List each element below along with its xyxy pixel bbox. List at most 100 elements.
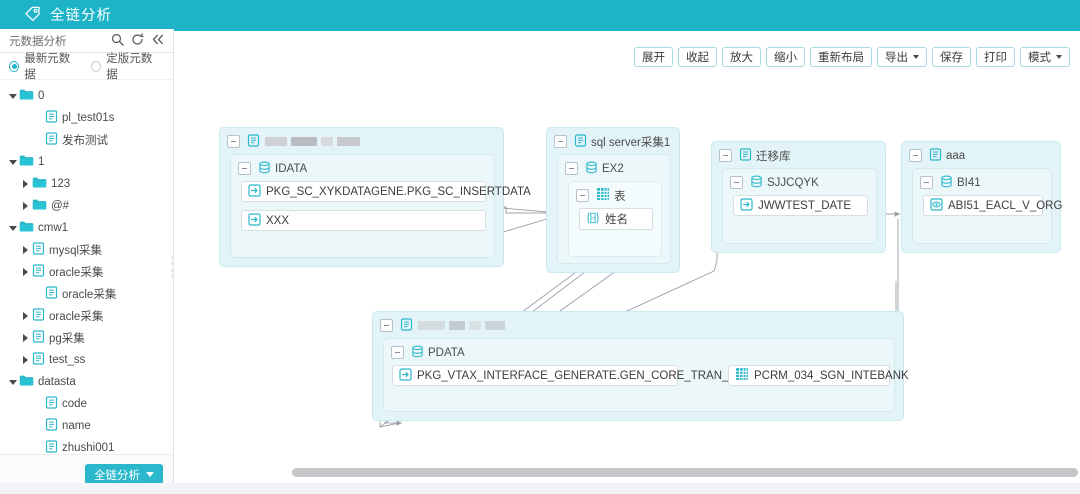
group-sqlserver[interactable]: sql server采集1 EX2 — [546, 127, 680, 273]
database-subgroup-bi41[interactable]: BI41 ABI51_EACL_V_ORG — [912, 168, 1062, 244]
tree-item[interactable]: 123 — [0, 173, 173, 195]
tree-item-label: cmw1 — [38, 222, 69, 234]
database-subgroup-ex2[interactable]: EX2 表 — [557, 154, 671, 264]
collapse-toggle-icon[interactable] — [730, 176, 743, 189]
collapse-toggle-icon[interactable] — [920, 176, 933, 189]
group-migration[interactable]: 迁移库 SJJCQYK — [711, 141, 886, 253]
tree-item[interactable]: pg采集 — [0, 327, 173, 349]
toolbar-button-4[interactable]: 缩小 — [766, 47, 805, 67]
scrollbar-thumb[interactable] — [292, 468, 1078, 477]
tree-item[interactable]: @# — [0, 195, 173, 217]
toolbar-button-7[interactable]: 保存 — [932, 47, 971, 67]
toolbar-button-6[interactable]: 导出 — [877, 47, 927, 67]
group-header[interactable] — [220, 128, 503, 150]
database-subgroup-pdata[interactable]: PDATA PKG_VTAX_INTERFACE_GENERATE.GEN_CO… — [383, 338, 909, 412]
node-procedure[interactable]: JWWTEST_DATE — [733, 195, 868, 216]
subgroup-header[interactable]: PDATA — [384, 339, 894, 361]
database-subgroup-sjjcqyk[interactable]: SJJCQYK JWWTEST_DATE — [722, 168, 877, 244]
caret-down-icon[interactable] — [6, 159, 19, 165]
tree-item[interactable]: code — [0, 393, 173, 415]
caret-right-icon[interactable] — [19, 356, 32, 364]
subgroup-header[interactable]: BI41 — [913, 169, 1051, 191]
radio-dot — [9, 60, 20, 72]
node-procedure[interactable]: PKG_VTAX_INTERFACE_GENERATE.GEN_CORE_TRA… — [392, 365, 758, 386]
tree-item[interactable]: 1 — [0, 151, 173, 173]
subgroup-header[interactable]: EX2 — [558, 155, 670, 177]
collapse-toggle-icon[interactable] — [719, 149, 732, 162]
node-procedure[interactable]: XXX — [241, 210, 486, 231]
node-procedure[interactable]: PKG_SC_XYKDATAGENE.PKG_SC_INSERTDATA — [241, 181, 531, 202]
toolbar-button-1[interactable]: 展开 — [634, 47, 673, 67]
tree-item[interactable]: test_ss — [0, 349, 173, 371]
group-header[interactable]: sql server采集1 — [547, 128, 679, 150]
radio-dot — [91, 60, 102, 72]
collapse-toggle-icon[interactable] — [554, 135, 567, 148]
group-aaa[interactable]: aaa BI41 — [901, 141, 1062, 253]
node-table[interactable]: PCRM_034_SGN_INTEBANK — [728, 365, 909, 386]
redacted-title — [265, 137, 360, 146]
caret-right-icon[interactable] — [19, 268, 32, 276]
caret-glyph — [23, 334, 28, 342]
node-view[interactable]: ABI51_EACL_V_ORG — [923, 195, 1062, 216]
table-subgroup[interactable]: 表 姓名 — [568, 181, 662, 257]
caret-down-icon[interactable] — [6, 93, 19, 99]
collapse-toggle-icon[interactable] — [565, 162, 578, 175]
caret-right-icon[interactable] — [19, 180, 32, 188]
caret-down-icon[interactable] — [6, 379, 19, 385]
caret-down-icon[interactable] — [6, 225, 19, 231]
group-system-2[interactable]: PDATA PKG_VTAX_INTERFACE_GENERATE.GEN_CO… — [372, 311, 909, 421]
tree-item[interactable]: name — [0, 415, 173, 437]
tree-item[interactable]: pl_test01s — [0, 107, 173, 129]
collapse-toggle-icon[interactable] — [380, 319, 393, 332]
lineage-canvas[interactable]: 展开收起放大缩小重新布局导出保存打印模式 — [174, 29, 1080, 494]
collapse-left-icon[interactable] — [151, 33, 165, 49]
toolbar-button-2[interactable]: 收起 — [678, 47, 717, 67]
group-system-1[interactable]: IDATA PKG_SC_XYKDATAGENE.PKG_SC_INSERTDA… — [219, 127, 531, 267]
group-header[interactable]: aaa — [902, 142, 1060, 164]
node-column[interactable]: 姓名 — [579, 208, 653, 230]
toolbar-button-9[interactable]: 模式 — [1020, 47, 1070, 67]
caret-right-icon[interactable] — [19, 312, 32, 320]
toolbar-button-8[interactable]: 打印 — [976, 47, 1015, 67]
caret-glyph — [8, 225, 17, 231]
toolbar-button-5[interactable]: 重新布局 — [810, 47, 872, 67]
tree-item[interactable]: cmw1 — [0, 217, 173, 239]
table-header[interactable]: 表 — [569, 182, 661, 204]
radio-versioned-metadata[interactable]: 定版元数据 — [91, 50, 159, 82]
full-chain-analysis-button[interactable]: 全链分析 — [85, 464, 163, 485]
group-header[interactable] — [373, 312, 903, 334]
caret-right-icon[interactable] — [19, 334, 32, 342]
radio-label: 定版元数据 — [106, 53, 153, 81]
tree-item[interactable]: datasta — [0, 371, 173, 393]
collapse-toggle-icon[interactable] — [909, 149, 922, 162]
tree-item[interactable]: 发布测试 — [0, 129, 173, 151]
tree-item[interactable]: oracle采集 — [0, 305, 173, 327]
subgroup-header[interactable]: IDATA — [231, 155, 494, 177]
tag-icon — [24, 5, 41, 25]
sidebar-splitter-handle[interactable] — [169, 254, 178, 280]
collapse-toggle-icon[interactable] — [238, 162, 251, 175]
search-icon[interactable] — [111, 33, 124, 49]
radio-latest-metadata[interactable]: 最新元数据 — [9, 50, 77, 82]
refresh-icon[interactable] — [131, 32, 144, 49]
doc-icon — [45, 418, 58, 434]
collapse-toggle-icon[interactable] — [576, 189, 589, 202]
toolbar-button-3[interactable]: 放大 — [722, 47, 761, 67]
tree-item[interactable]: oracle采集 — [0, 283, 173, 305]
tree-item[interactable]: mysql采集 — [0, 239, 173, 261]
caret-right-icon[interactable] — [19, 246, 32, 254]
group-header[interactable]: 迁移库 — [712, 142, 885, 164]
caret-right-icon[interactable] — [19, 202, 32, 210]
database-subgroup-idata[interactable]: IDATA PKG_SC_XYKDATAGENE.PKG_SC_INSERTDA… — [230, 154, 531, 258]
tree-item[interactable]: zhushi001 — [0, 437, 173, 454]
collapse-toggle-icon[interactable] — [391, 346, 404, 359]
caret-glyph — [23, 356, 28, 364]
doc-icon — [32, 330, 45, 346]
tree-item[interactable]: oracle采集 — [0, 261, 173, 283]
graph-area[interactable]: IDATA PKG_SC_XYKDATAGENE.PKG_SC_INSERTDA… — [174, 31, 1080, 471]
tree-item[interactable]: 0 — [0, 85, 173, 107]
canvas-horizontal-scrollbar[interactable] — [174, 465, 1080, 483]
subgroup-header[interactable]: SJJCQYK — [723, 169, 876, 191]
collapse-toggle-icon[interactable] — [227, 135, 240, 148]
